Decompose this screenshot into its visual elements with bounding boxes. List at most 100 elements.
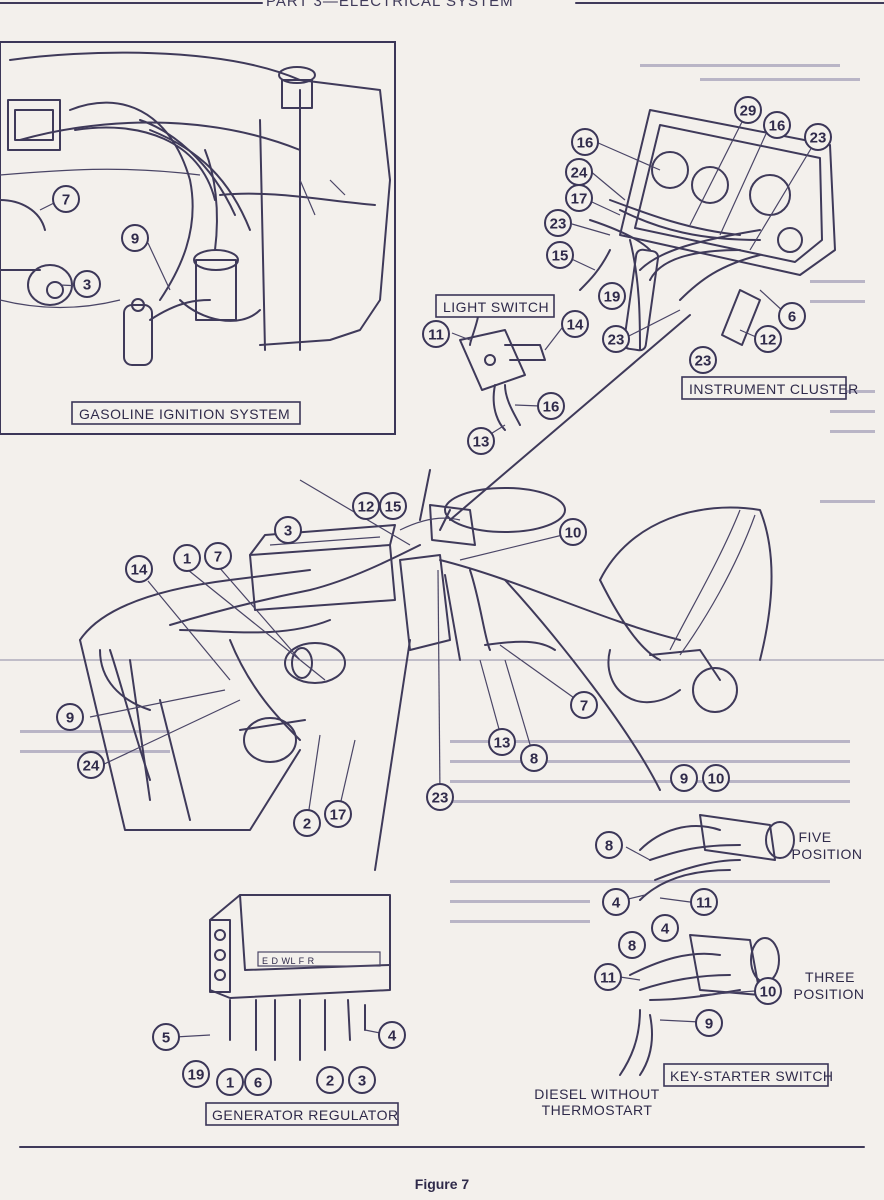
callout-number: 14: [131, 562, 148, 579]
key-starter-switch-label-box: KEY-STARTER SWITCH: [663, 1063, 833, 1087]
callout-circle: [488, 728, 516, 756]
instrument-cluster-label-box: INSTRUMENT CLUSTER: [681, 376, 859, 400]
callout-circle: [546, 241, 574, 269]
callout-circle: [754, 977, 782, 1005]
callout-circle: [689, 346, 717, 374]
callout-number: 9: [705, 1016, 713, 1033]
callout-circle: [56, 703, 84, 731]
callout-circle: [520, 744, 548, 772]
callout-6: 6: [778, 302, 806, 330]
callout-11: 11: [594, 963, 622, 991]
instrument-cluster: [579, 109, 836, 352]
callout-number: 7: [62, 192, 70, 209]
callout-circle: [561, 310, 589, 338]
callout-3: 3: [348, 1066, 376, 1094]
callout-circle: [73, 270, 101, 298]
callout-number: 11: [696, 895, 712, 912]
callout-number: 15: [385, 499, 402, 516]
callout-circle: [763, 111, 791, 139]
callout-circle: [690, 888, 718, 916]
callout-number: 8: [628, 938, 636, 955]
callout-23: 23: [804, 123, 832, 151]
generator-regulator: [209, 894, 391, 1061]
callout-circle: [52, 185, 80, 213]
callout-number: 3: [284, 523, 292, 540]
callout-circle: [695, 1009, 723, 1037]
callout-2: 2: [293, 809, 321, 837]
callout-number: 8: [605, 838, 613, 855]
callout-circle: [595, 831, 623, 859]
three-position-label-line2: POSITION: [794, 986, 865, 1002]
callout-number: 9: [66, 710, 74, 727]
callout-9: 9: [695, 1009, 723, 1037]
diesel-label-line2: THERMOSTART: [542, 1102, 653, 1118]
five-position-label-line1: FIVE: [798, 829, 831, 845]
callout-circle: [559, 518, 587, 546]
callout-circle: [426, 783, 454, 811]
part-title: PART 3—ELECTRICAL SYSTEM: [266, 0, 514, 10]
callout-circle: [602, 888, 630, 916]
callout-16: 16: [571, 128, 599, 156]
callout-number: 23: [695, 353, 712, 370]
callout-circle: [204, 542, 232, 570]
callout-circle: [778, 302, 806, 330]
callout-number: 1: [226, 1075, 234, 1092]
callout-7: 7: [570, 691, 598, 719]
callout-circle: [467, 427, 495, 455]
callout-15: 15: [379, 492, 407, 520]
callout-number: 23: [810, 130, 827, 147]
callout-8: 8: [520, 744, 548, 772]
callout-6: 6: [244, 1068, 272, 1096]
generator-regulator-label-box: GENERATOR REGULATOR: [205, 1102, 399, 1126]
callout-number: 6: [254, 1075, 262, 1092]
callout-number: 23: [550, 216, 567, 233]
callout-circle: [594, 963, 622, 991]
callout-circle: [571, 128, 599, 156]
callout-9: 9: [121, 224, 149, 252]
callout-4: 4: [378, 1021, 406, 1049]
callout-16: 16: [763, 111, 791, 139]
callout-number: 4: [612, 895, 621, 912]
callout-number: 23: [608, 332, 625, 349]
callout-number: 24: [83, 758, 100, 775]
five-position-label-line2: POSITION: [792, 846, 863, 862]
callout-circle: [121, 224, 149, 252]
callout-circle: [670, 764, 698, 792]
callout-circle: [216, 1068, 244, 1096]
callout-29: 29: [734, 96, 762, 124]
callout-circle: [125, 555, 153, 583]
callout-number: 10: [565, 525, 582, 542]
callout-14: 14: [561, 310, 589, 338]
diesel-label-line1: DIESEL WITHOUT: [534, 1086, 660, 1102]
callout-number: 12: [760, 332, 777, 349]
gasoline-ignition-label: GASOLINE IGNITION SYSTEM: [79, 406, 290, 422]
callout-circle: [274, 516, 302, 544]
tractor-body: [79, 487, 681, 831]
callout-number: 17: [571, 191, 588, 208]
callout-number: 9: [131, 231, 139, 248]
callout-circle: [570, 691, 598, 719]
callout-circle: [173, 544, 201, 572]
instrument-cluster-label: INSTRUMENT CLUSTER: [689, 381, 859, 397]
callout-circle: [378, 1021, 406, 1049]
callout-1: 1: [173, 544, 201, 572]
callout-10: 10: [702, 764, 730, 792]
callout-number: 6: [788, 309, 796, 326]
callout-circle: [565, 184, 593, 212]
callout-circle: [293, 809, 321, 837]
key-starter-switch-five: [639, 814, 795, 901]
callout-4: 4: [651, 914, 679, 942]
callout-11: 11: [422, 320, 450, 348]
callout-number: 2: [326, 1073, 334, 1090]
callout-number: 16: [769, 118, 786, 135]
callout-circle: [804, 123, 832, 151]
callout-10: 10: [559, 518, 587, 546]
callout-number: 5: [162, 1030, 170, 1047]
header: PART 3—ELECTRICAL SYSTEM: [0, 0, 884, 10]
callout-12: 12: [754, 325, 782, 353]
callout-number: 8: [530, 751, 538, 768]
callout-number: 13: [494, 735, 511, 752]
